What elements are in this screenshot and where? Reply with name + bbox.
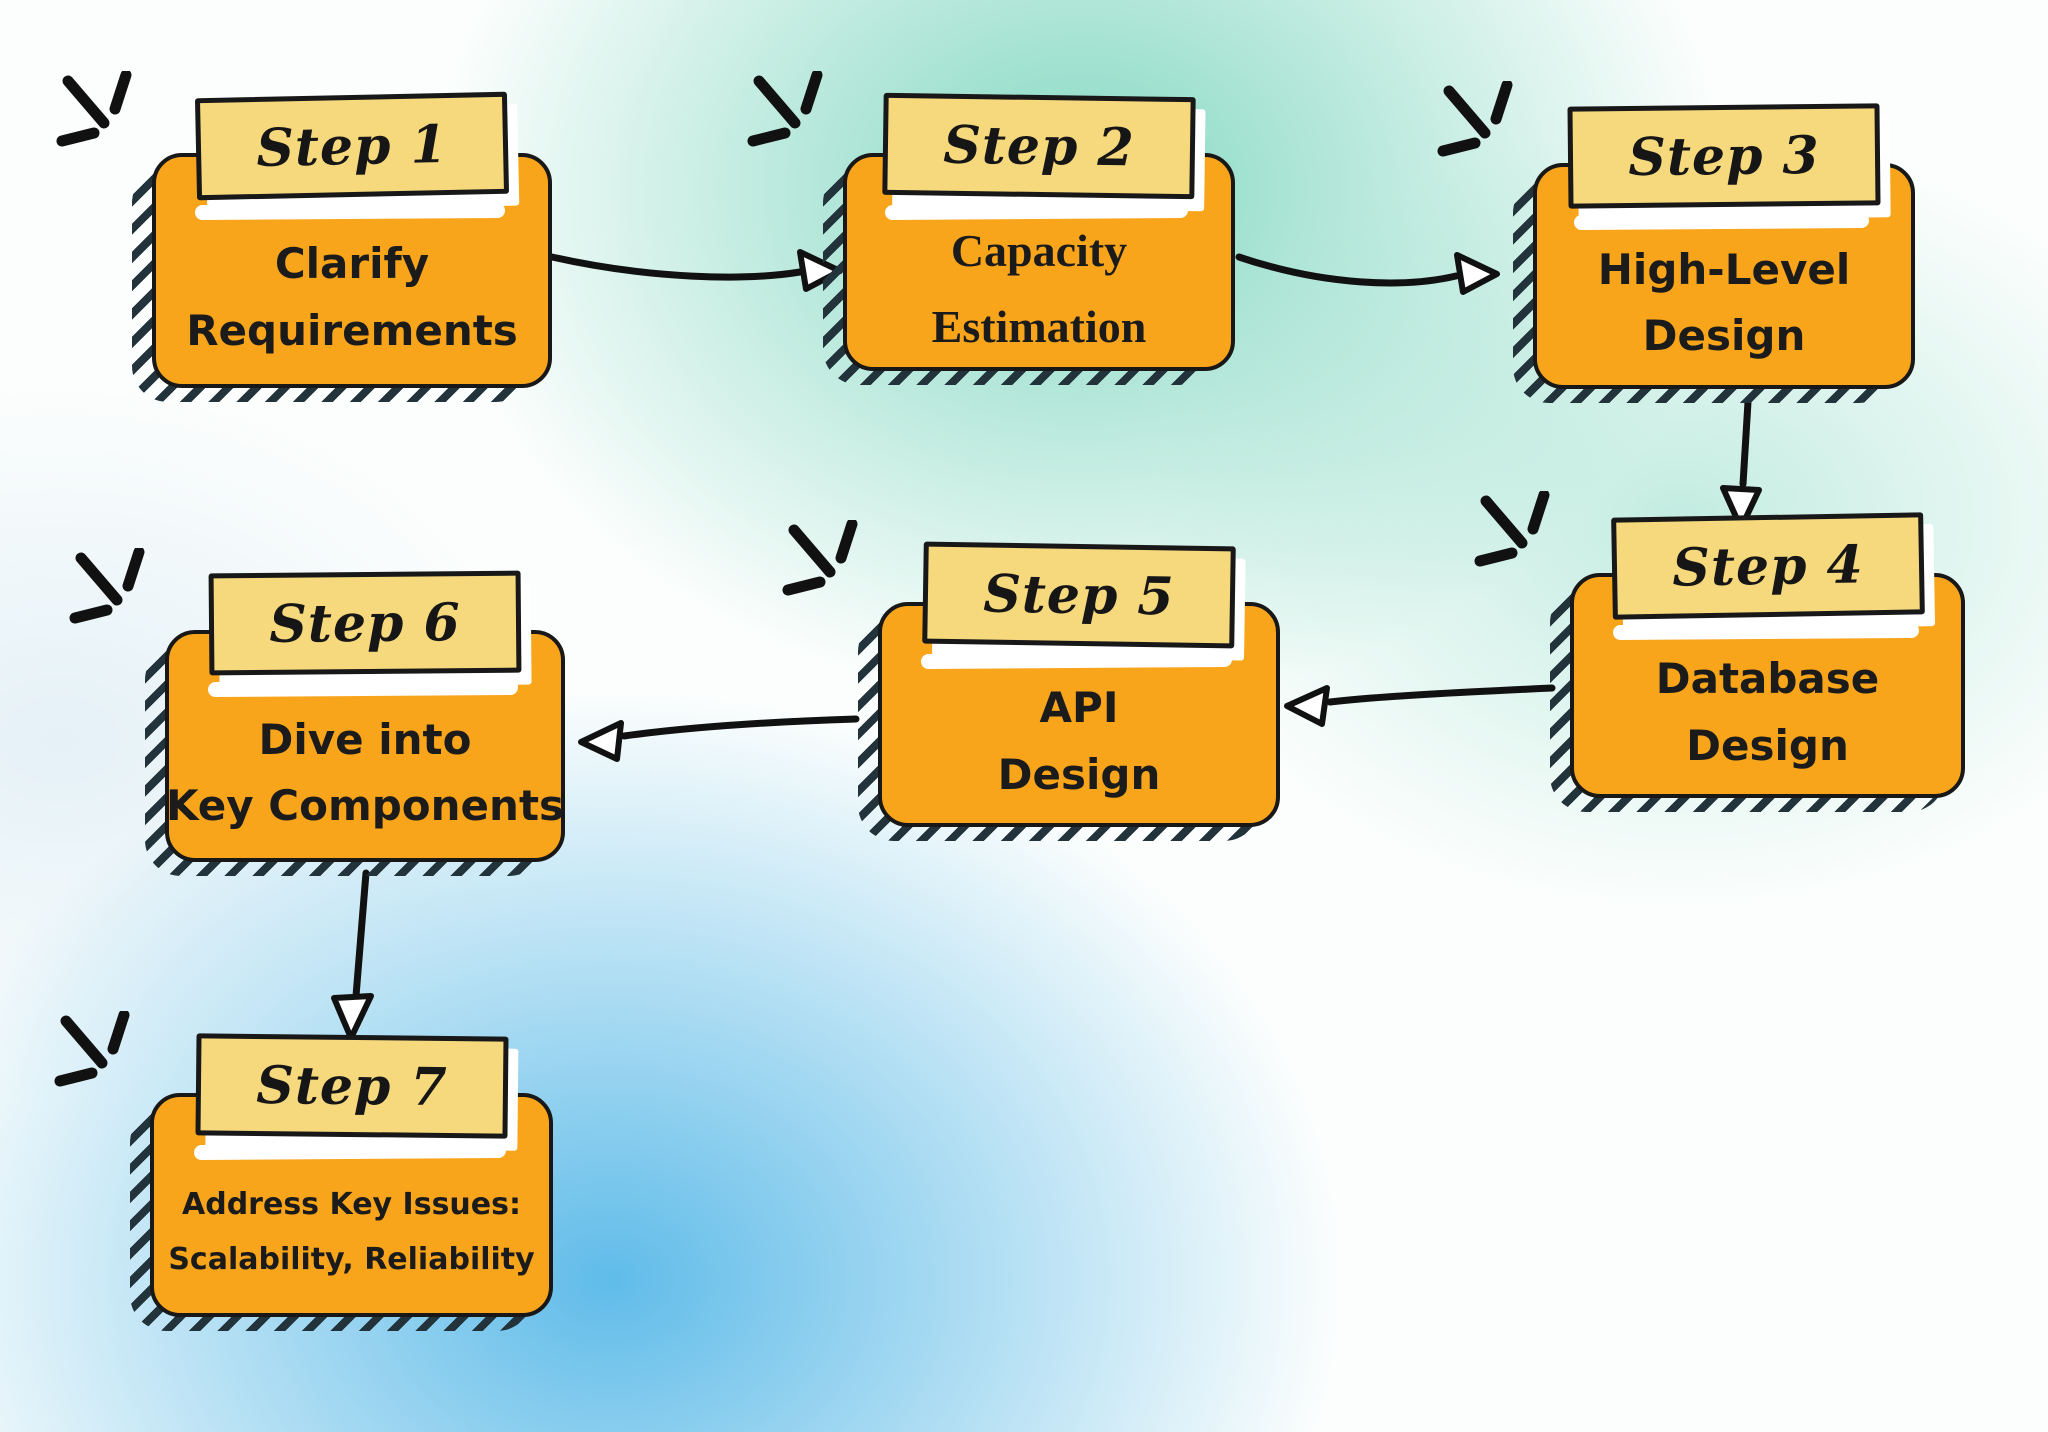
step-5-text-line: API xyxy=(1039,683,1119,733)
step-6-tab-label: Step 6 xyxy=(269,591,461,655)
tab-gap-strip xyxy=(885,202,1189,221)
step-4-text-line: Design xyxy=(1686,720,1849,770)
step-5-tab: Step 5 xyxy=(922,541,1236,649)
step-5-group: API Design Step 5 xyxy=(782,520,1280,841)
step-1-text-line: Requirements xyxy=(186,305,518,355)
step-1-tab-label: Step 1 xyxy=(255,113,449,179)
sparkle-burst-icon xyxy=(1437,81,1513,157)
tab-gap-strip xyxy=(1612,622,1919,641)
step-6-tab: Step 6 xyxy=(208,570,522,676)
step-7-tab-label: Step 7 xyxy=(255,1054,448,1118)
step-1-group: Clarify Requirements Step 1 xyxy=(56,71,552,402)
sparkle-burst-icon xyxy=(782,520,858,596)
step-2-tab: Step 2 xyxy=(882,92,1196,200)
step-2-group: Capacity Estimation Step 2 xyxy=(747,71,1235,385)
tab-gap-strip xyxy=(921,651,1233,670)
step-3-text-line: Design xyxy=(1642,311,1806,360)
arrow-step3-step4 xyxy=(1720,398,1762,531)
arrow-step4-step5 xyxy=(1284,684,1556,727)
step-2-text-line: Estimation xyxy=(931,301,1147,352)
sparkle-burst-icon xyxy=(54,1011,130,1087)
tab-gap-strip xyxy=(193,1142,506,1161)
tab-gap-strip xyxy=(208,679,518,698)
step-4-group: Database Design Step 4 xyxy=(1474,491,1965,812)
step-4-text-line: Database xyxy=(1655,654,1880,704)
sparkle-burst-icon xyxy=(69,548,145,624)
tab-gap-strip xyxy=(1574,212,1870,231)
step-3-text-line: High-Level xyxy=(1597,244,1851,294)
step-5-text-line: Design xyxy=(997,749,1161,799)
step-7-group: Address Key Issues: Scalability, Reliabi… xyxy=(54,1011,553,1331)
step-7-tab: Step 7 xyxy=(194,1033,509,1139)
sparkle-burst-icon xyxy=(1474,491,1550,567)
step-3-tab-label: Step 3 xyxy=(1628,124,1820,188)
step-1-tab: Step 1 xyxy=(194,91,510,201)
arrow-step5-step6 xyxy=(578,715,860,762)
step-6-text-line: Key Components xyxy=(166,781,565,830)
step-5-tab-label: Step 5 xyxy=(982,563,1176,627)
arrow-step1-step2 xyxy=(548,249,843,292)
tab-gap-strip xyxy=(195,202,505,221)
sparkle-burst-icon xyxy=(56,71,132,147)
step-3-tab: Step 3 xyxy=(1567,103,1881,209)
arrow-step6-step7 xyxy=(331,869,374,1041)
step-7-text-line: Address Key Issues: xyxy=(182,1186,521,1222)
step-6-group: Dive into Key Components Step 6 xyxy=(69,548,565,876)
step-6-text-line: Dive into xyxy=(258,714,472,764)
arrow-step2-step3 xyxy=(1235,252,1500,295)
step-2-text-line: Capacity xyxy=(950,224,1128,276)
step-4-tab-label: Step 4 xyxy=(1671,533,1864,599)
step-2-tab-label: Step 2 xyxy=(942,114,1136,178)
sparkle-burst-icon xyxy=(747,71,823,147)
step-3-group: High-Level Design Step 3 xyxy=(1437,81,1915,403)
step-4-tab: Step 4 xyxy=(1610,512,1925,620)
step-7-text-line: Scalability, Reliability xyxy=(168,1242,535,1277)
step-1-text-line: Clarify xyxy=(274,239,430,289)
